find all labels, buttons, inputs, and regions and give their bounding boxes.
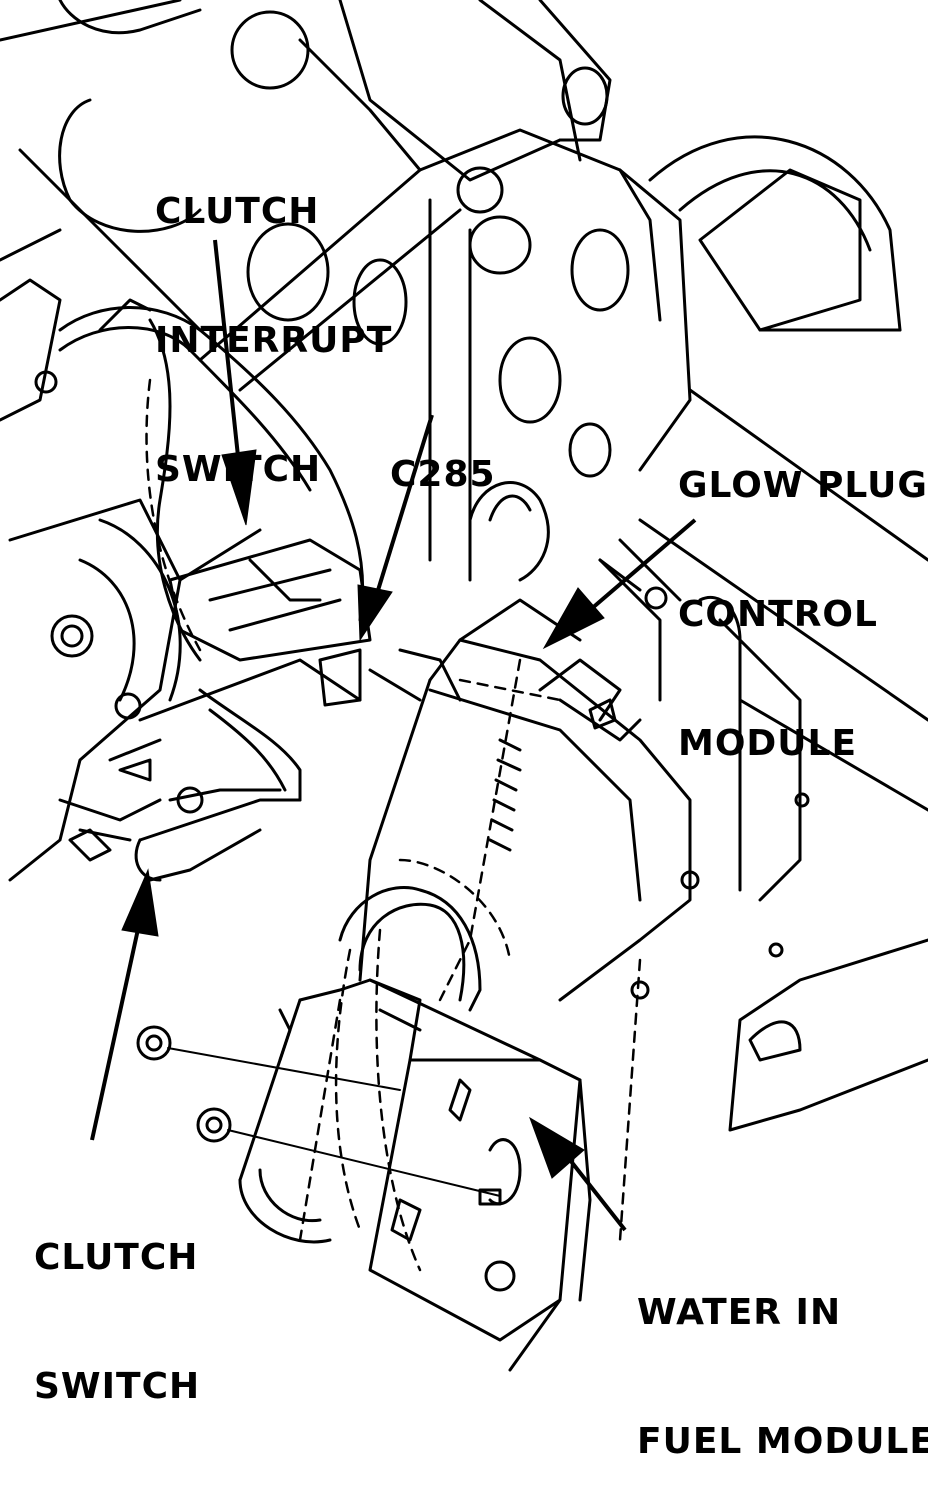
callout-arrows <box>90 239 697 1232</box>
label-line: SWITCH <box>155 449 322 490</box>
label-line: INTERRUPT <box>155 320 393 361</box>
crossmember <box>198 128 692 582</box>
label-line: CONTROL <box>678 594 878 635</box>
clutch-switch-assembly <box>68 786 302 882</box>
glow-plug-module-body <box>358 558 692 1002</box>
mounting-hardware <box>136 1025 501 1197</box>
arrow-clutch-interrupt-switch <box>213 239 257 526</box>
arrow-water-in-fuel-module <box>529 1116 627 1232</box>
arrow-clutch-switch <box>90 868 159 1141</box>
label-line: FUEL MODULE <box>637 1421 928 1462</box>
label-line: CLUTCH <box>155 191 320 232</box>
hidden-lines <box>145 378 642 1272</box>
label-line: GLOW PLUG <box>678 465 928 506</box>
upper-bracket <box>0 0 612 332</box>
water-in-fuel-module-body <box>238 978 592 1372</box>
right-panel <box>638 135 928 1132</box>
wiring-harness <box>58 298 682 1244</box>
label-line: WATER IN <box>637 1292 842 1333</box>
label-glow-plug-control-module: GLOW PLUG CONTROL MODULE <box>678 378 928 808</box>
label-clutch-interrupt-switch: CLUTCH INTERRUPT SWITCH <box>155 104 392 534</box>
label-c285: C285 <box>390 367 496 539</box>
pedal-bracket <box>0 278 362 882</box>
diagram-canvas: CLUTCH INTERRUPT SWITCH C285 GLOW PLUG C… <box>0 0 928 1462</box>
label-clutch-switch: CLUTCH SWITCH <box>34 1150 200 1451</box>
label-line: SWITCH <box>34 1366 201 1407</box>
arrow-c285 <box>357 414 434 642</box>
label-water-in-fuel-module: WATER IN FUEL MODULE <box>637 1205 928 1506</box>
label-line: CLUTCH <box>34 1237 199 1278</box>
label-line: C285 <box>390 454 496 495</box>
clutch-interrupt-switch-assembly <box>168 528 372 707</box>
arrow-glow-plug-control-module <box>542 518 697 650</box>
line-art <box>0 0 928 1372</box>
label-line: MODULE <box>678 723 858 764</box>
